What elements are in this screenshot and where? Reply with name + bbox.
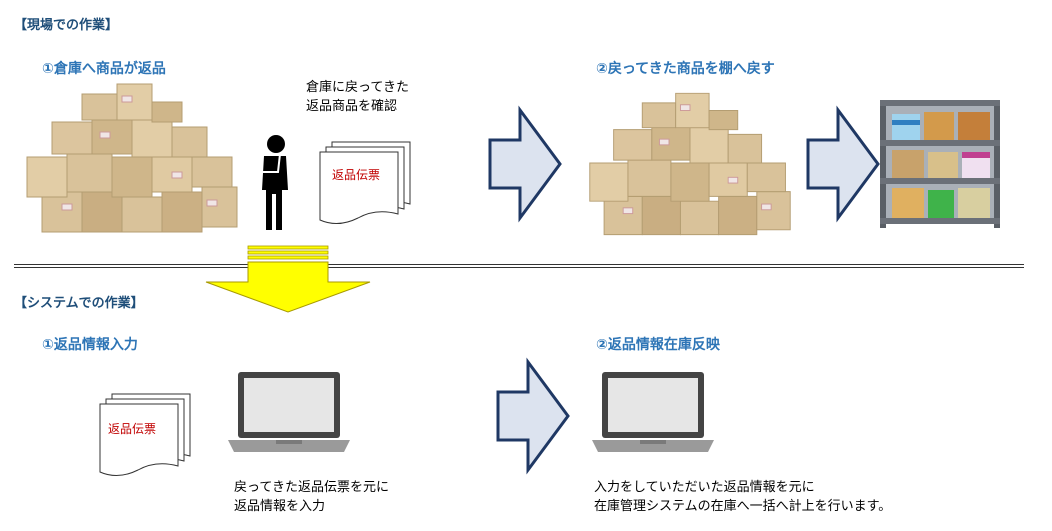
field-section-title: 【現場での作業】 [14, 18, 119, 33]
slip-stack-icon [99, 393, 191, 476]
arrow-right-icon [488, 105, 562, 223]
arrow-down-icon [205, 245, 371, 313]
field-step1-caption-line1: 倉庫に戻ってきた [306, 80, 409, 95]
system-step2-title: ②返品情報在庫反映 [596, 337, 720, 353]
system-step2-caption-line1: 入力をしていただいた返品情報を元に [594, 480, 815, 495]
system-step2-caption-line2: 在庫管理システムの在庫へ一括へ計上を行います。 [594, 499, 892, 514]
arrow-right-icon [806, 105, 880, 223]
system-step1-caption-line2: 返品情報を入力 [234, 499, 326, 514]
section-divider-bottom [14, 267, 1024, 268]
section-divider-top [14, 264, 1024, 265]
system-section-title: 【システムでの作業】 [14, 296, 144, 311]
field-step1-caption-line2: 返品商品を確認 [306, 99, 398, 114]
shelf-icon [880, 100, 1000, 228]
field-step2-title: ②戻ってきた商品を棚へ戻す [596, 61, 775, 77]
person-thinking-icon [262, 135, 288, 230]
box-pile-icon [589, 92, 791, 236]
system-slip-label: 返品伝票 [108, 422, 157, 436]
laptop-icon [228, 372, 350, 452]
field-step1-title: ①倉庫へ商品が返品 [42, 61, 166, 77]
system-step1-title: ①返品情報入力 [42, 337, 138, 353]
slip-stack-icon [319, 141, 411, 224]
box-pile-icon [26, 83, 238, 233]
field-slip-label: 返品伝票 [332, 168, 381, 182]
laptop-icon [592, 372, 714, 452]
arrow-right-icon [496, 357, 570, 475]
system-step1-caption-line1: 戻ってきた返品伝票を元に [234, 480, 389, 495]
